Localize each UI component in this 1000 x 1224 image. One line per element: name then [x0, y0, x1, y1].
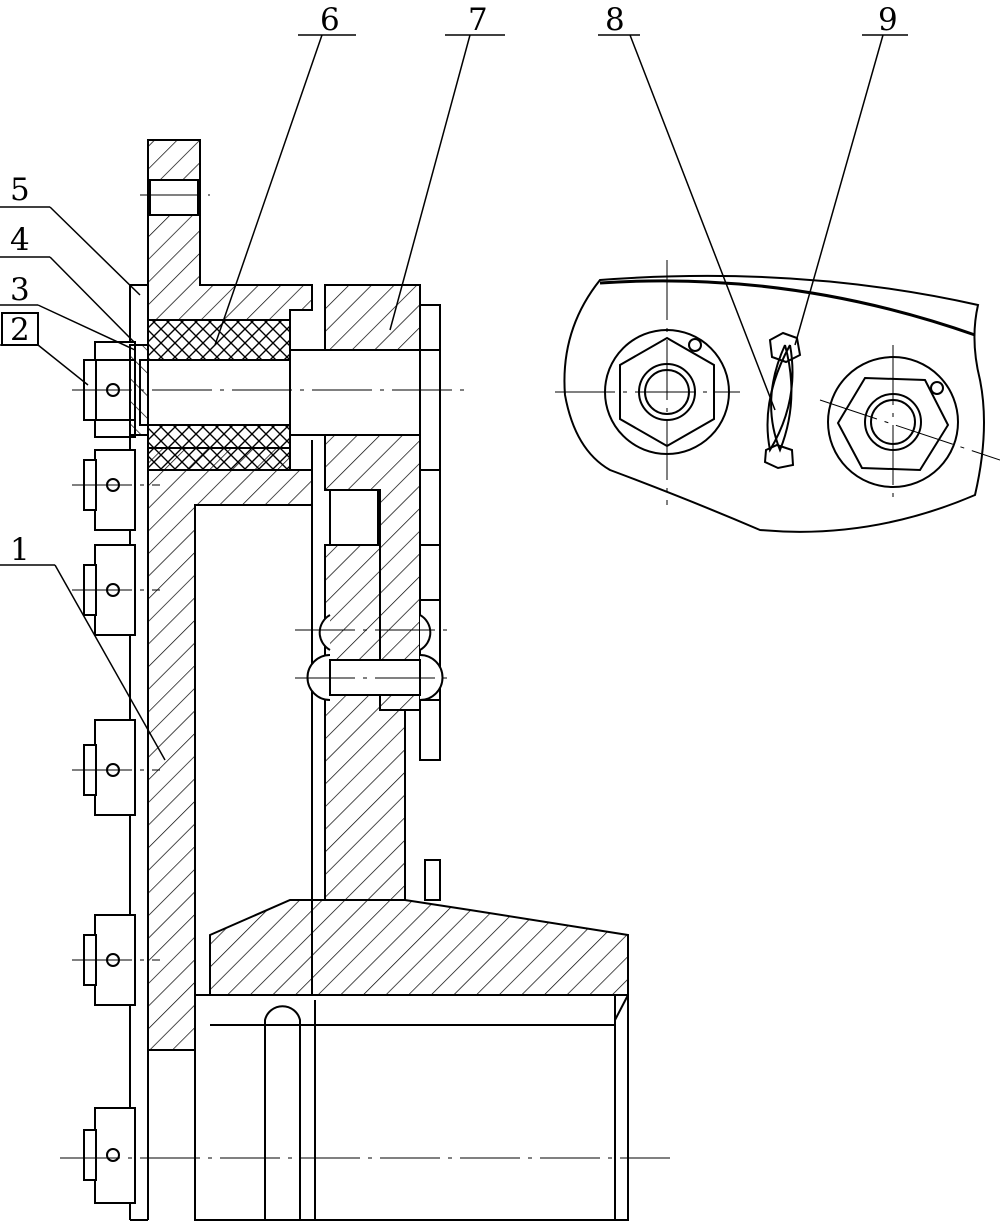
callout-5: 5 [10, 172, 30, 208]
callout-4: 4 [10, 222, 30, 258]
leader-lines [0, 34, 908, 761]
callout-8: 8 [605, 2, 625, 38]
bolt-heads [83, 341, 149, 1204]
callout-labels: 1 2 3 4 5 6 7 8 9 [10, 2, 898, 568]
callout-7: 7 [468, 2, 488, 38]
coupling-pin [139, 349, 421, 436]
callout-6: 6 [320, 2, 340, 38]
callout-9: 9 [878, 2, 898, 38]
center-lines [60, 194, 1000, 1159]
callout-1: 1 [10, 532, 30, 568]
callout-box-2 [1, 312, 39, 346]
hub [194, 899, 629, 1221]
part-6-bushing [147, 319, 291, 471]
part-7-disc [311, 284, 441, 901]
detail-view [563, 274, 985, 533]
callout-3: 3 [10, 272, 30, 308]
callout-2: 2 [10, 312, 30, 348]
